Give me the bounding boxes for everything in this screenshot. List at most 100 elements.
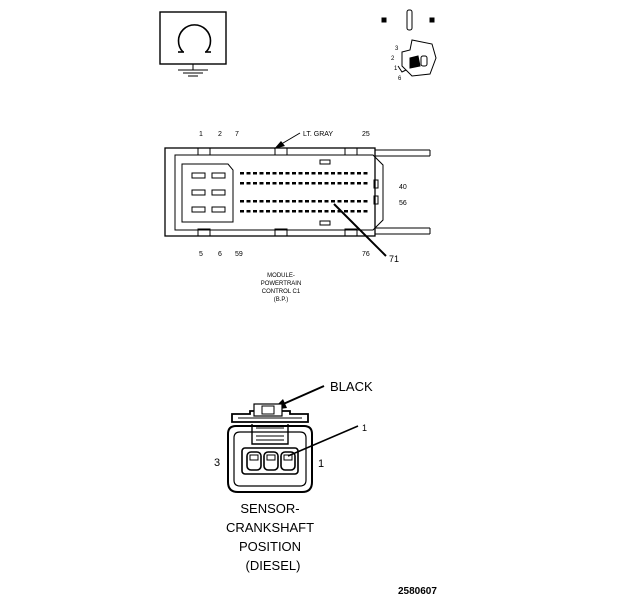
clip-label: 1	[394, 66, 398, 72]
small-terminal	[240, 182, 244, 185]
small-terminal	[279, 172, 283, 175]
small-terminal	[279, 210, 283, 213]
small-terminal	[357, 210, 361, 213]
sensor-name: SENSOR- CRANKSHAFT POSITION (DIESEL)	[226, 501, 314, 573]
small-terminal	[253, 182, 257, 185]
pin-number: 5	[199, 251, 203, 258]
sensor-name-line: (DIESEL)	[246, 558, 301, 573]
sensor-pin-label-right: 1	[318, 458, 324, 470]
pin-number: 25	[362, 131, 370, 138]
small-terminal	[350, 200, 355, 203]
small-terminal	[266, 210, 270, 213]
small-terminal	[298, 182, 303, 185]
connector-face-symbol	[159, 11, 227, 77]
clip-symbol	[397, 39, 437, 77]
small-terminal	[292, 200, 296, 203]
small-terminal	[337, 200, 342, 203]
small-terminal	[324, 182, 329, 185]
row-end-label: 40	[399, 184, 407, 191]
small-terminal	[337, 172, 342, 175]
row-end-label: 56	[399, 200, 407, 207]
terminal-symbol	[381, 9, 435, 31]
large-terminal	[211, 206, 226, 213]
connector-color-label: LT. GRAY	[303, 131, 333, 138]
sensor-terminal	[283, 454, 293, 461]
small-terminal	[305, 200, 309, 203]
small-terminal	[298, 210, 303, 213]
small-terminal	[344, 210, 348, 213]
small-terminal	[363, 210, 368, 213]
module-name: MODULE- POWERTRAIN CONTROL C1 (B.P.)	[261, 273, 302, 303]
small-terminal	[344, 172, 348, 175]
small-terminal	[246, 210, 251, 213]
clip-label: 3	[395, 46, 399, 52]
small-terminal	[331, 200, 335, 203]
small-terminal	[285, 210, 290, 213]
small-terminal	[324, 200, 329, 203]
small-terminal	[318, 182, 322, 185]
sensor-pin-label-left: 3	[214, 457, 220, 469]
small-terminal	[292, 182, 296, 185]
small-terminal	[311, 182, 316, 185]
small-terminal	[311, 200, 316, 203]
small-terminal	[253, 210, 257, 213]
small-terminal	[298, 172, 303, 175]
small-terminal	[285, 182, 290, 185]
small-terminal	[337, 182, 342, 185]
sensor-callout-label: 1	[362, 423, 367, 433]
small-terminal	[259, 210, 264, 213]
small-terminal	[318, 172, 322, 175]
small-terminal	[331, 210, 335, 213]
small-terminal	[266, 200, 270, 203]
small-terminal	[259, 200, 264, 203]
small-terminal	[363, 200, 368, 203]
small-terminal	[357, 182, 361, 185]
sensor-terminal	[266, 454, 276, 461]
small-terminal	[305, 182, 309, 185]
small-terminal	[318, 210, 322, 213]
small-terminal	[259, 172, 264, 175]
small-terminal	[331, 182, 335, 185]
small-terminal	[337, 210, 342, 213]
large-terminal	[191, 206, 206, 213]
small-terminal	[240, 210, 244, 213]
small-terminal	[246, 172, 251, 175]
small-terminal	[324, 172, 329, 175]
small-terminal	[311, 210, 316, 213]
small-terminal	[266, 172, 270, 175]
module-name-line: POWERTRAIN	[261, 281, 302, 287]
sensor-connector-body	[227, 403, 313, 493]
small-terminal	[246, 182, 251, 185]
small-terminal	[357, 172, 361, 175]
sensor-color-label: BLACK	[330, 379, 373, 394]
small-terminal	[279, 200, 283, 203]
pin-number: 1	[199, 131, 203, 138]
small-terminal	[350, 210, 355, 213]
small-terminal	[272, 210, 277, 213]
pin-number: 59	[235, 251, 243, 258]
pin-number: 7	[235, 131, 239, 138]
sensor-name-line: POSITION	[239, 539, 301, 554]
pin-number: 76	[362, 251, 370, 258]
small-terminal	[324, 210, 329, 213]
small-terminal	[285, 200, 290, 203]
small-terminal	[363, 182, 368, 185]
sensor-color-leader	[280, 385, 325, 406]
pin-number: 2	[218, 131, 222, 138]
sensor-name-line: CRANKSHAFT	[226, 520, 314, 535]
small-terminal	[344, 182, 348, 185]
small-terminal	[305, 210, 309, 213]
clip-label: 6	[398, 76, 402, 82]
large-terminals	[191, 172, 226, 213]
small-terminal	[350, 172, 355, 175]
small-terminal	[272, 172, 277, 175]
small-terminal	[350, 182, 355, 185]
pin-number: 6	[218, 251, 222, 258]
module-name-line: MODULE-	[267, 273, 295, 279]
terminal-rows	[240, 172, 368, 213]
sensor-pin-leader	[287, 425, 359, 457]
small-terminal	[331, 172, 335, 175]
sensor-terminal	[249, 454, 259, 461]
small-terminal	[292, 172, 296, 175]
pin-callout-leader	[333, 203, 387, 257]
